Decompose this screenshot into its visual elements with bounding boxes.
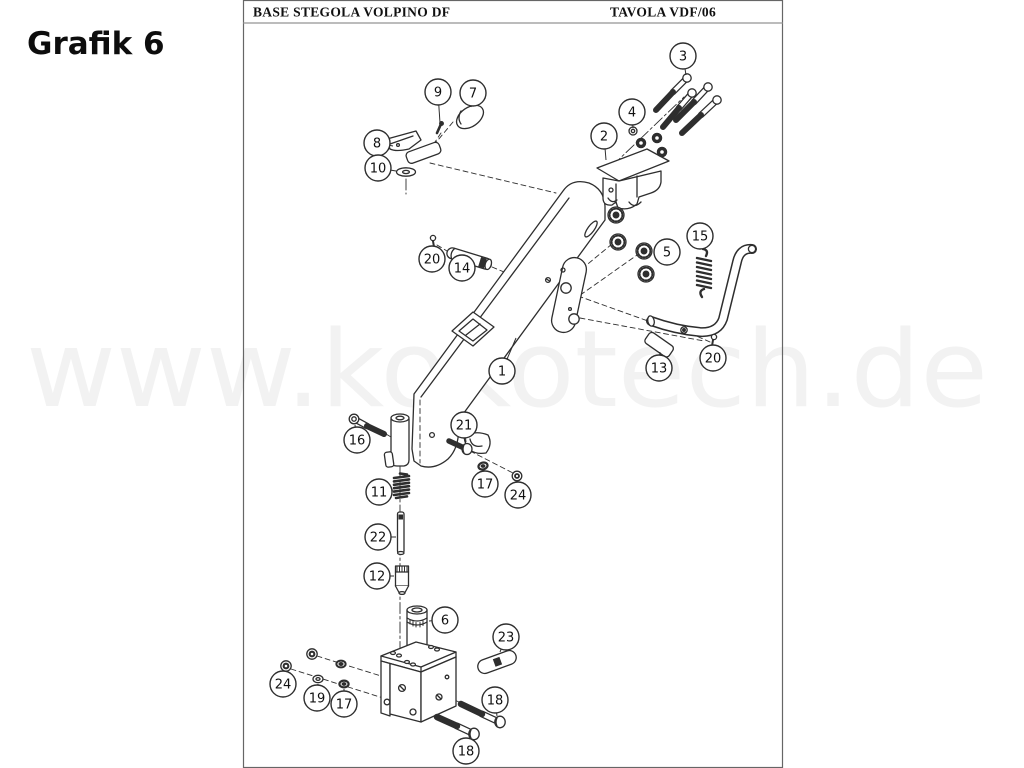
compression-spring-part (392, 472, 411, 500)
svg-text:3: 3 (679, 50, 687, 65)
svg-text:17: 17 (336, 698, 353, 713)
page-title: Grafik 6 (27, 26, 165, 62)
svg-text:13: 13 (651, 362, 668, 377)
balloon-20: 20 (418, 245, 446, 273)
bolt-part (348, 413, 387, 437)
svg-text:20: 20 (705, 352, 722, 367)
sheet-frame: BASE STEGOLA VOLPINO DF TAVOLA VDF/06 (242, 0, 784, 768)
clamp-bracket-part (596, 148, 670, 210)
bushing-sleeve-part (394, 565, 410, 596)
svg-text:24: 24 (510, 489, 527, 504)
balloon-2: 2 (590, 122, 618, 161)
svg-text:4: 4 (628, 106, 636, 121)
support-post-part (406, 605, 428, 654)
balloon-16: 16 (343, 424, 371, 454)
side-plate-part (550, 256, 588, 334)
balloon-17: 17 (471, 469, 499, 498)
mounting-bolts-part (653, 73, 722, 136)
svg-text:1: 1 (498, 365, 506, 380)
balloon-5: 5 (653, 238, 681, 266)
svg-text:12: 12 (369, 570, 386, 585)
lever-arm-part (386, 130, 442, 164)
svg-text:7: 7 (469, 87, 477, 102)
bolt-part (446, 438, 473, 456)
sheet-number: TAVOLA VDF/06 (610, 5, 716, 20)
svg-text:10: 10 (370, 162, 387, 177)
fastener-set-part (280, 648, 350, 689)
balloon-19: 19 (303, 683, 331, 712)
knob-part (455, 104, 485, 130)
balloon-15: 15 (686, 222, 714, 251)
balloon-20: 20 (699, 344, 727, 372)
svg-text:17: 17 (477, 478, 494, 493)
fastener-set-part (477, 461, 523, 482)
balloon-6: 6 (428, 606, 459, 634)
balloon-callouts: 9 7 8 10 3 4 2 5 15 20 14 1 13 20 16 21 11 17 24 22 12 6 23 24 1… (269, 42, 727, 765)
balloon-13: 13 (645, 351, 673, 382)
base-block-part (380, 641, 457, 723)
balloon-4: 4 (618, 98, 646, 129)
svg-text:11: 11 (371, 486, 388, 501)
svg-text:23: 23 (498, 631, 515, 646)
bushings-part (607, 206, 655, 283)
svg-text:24: 24 (275, 678, 292, 693)
svg-text:14: 14 (454, 262, 471, 277)
balloon-3: 3 (669, 42, 697, 76)
balloon-14: 14 (448, 254, 476, 282)
svg-text:6: 6 (441, 614, 449, 629)
balloon-11: 11 (365, 478, 394, 506)
cotter-pin-part (435, 121, 444, 135)
balloon-24: 24 (269, 670, 297, 698)
balloon-22: 22 (364, 523, 396, 551)
svg-text:19: 19 (309, 692, 326, 707)
sheet-title: BASE STEGOLA VOLPINO DF (253, 5, 450, 20)
bolt-part (433, 713, 480, 741)
balloon-21: 21 (450, 411, 478, 443)
balloon-18: 18 (452, 737, 480, 765)
push-rod-part (396, 511, 405, 556)
balloon-9: 9 (424, 78, 452, 124)
svg-text:5: 5 (663, 246, 671, 261)
balloon-17: 17 (330, 689, 358, 718)
balloon-12: 12 (363, 562, 394, 590)
svg-text:9: 9 (434, 86, 442, 101)
diagram-art (280, 73, 757, 741)
bolt-part (457, 700, 506, 729)
svg-text:22: 22 (370, 531, 387, 546)
balloon-18: 18 (481, 686, 509, 717)
svg-text:18: 18 (458, 745, 475, 760)
washer-part (395, 167, 417, 177)
washer-set-part (628, 126, 668, 158)
svg-text:2: 2 (600, 130, 608, 145)
id-tag-part (477, 649, 517, 675)
svg-text:15: 15 (692, 230, 709, 245)
svg-text:20: 20 (424, 253, 441, 268)
balloon-23: 23 (492, 623, 520, 653)
svg-text:8: 8 (373, 137, 381, 152)
svg-text:16: 16 (349, 434, 366, 449)
balloon-1: 1 (488, 337, 517, 385)
svg-text:21: 21 (456, 419, 473, 434)
tension-spring-part (695, 247, 713, 299)
balloon-24: 24 (504, 480, 532, 509)
svg-text:18: 18 (487, 694, 504, 709)
balloon-7: 7 (459, 79, 487, 108)
balloon-10: 10 (364, 154, 397, 182)
pivot-tube-part (383, 413, 410, 468)
pedal-lever-part (644, 243, 757, 358)
